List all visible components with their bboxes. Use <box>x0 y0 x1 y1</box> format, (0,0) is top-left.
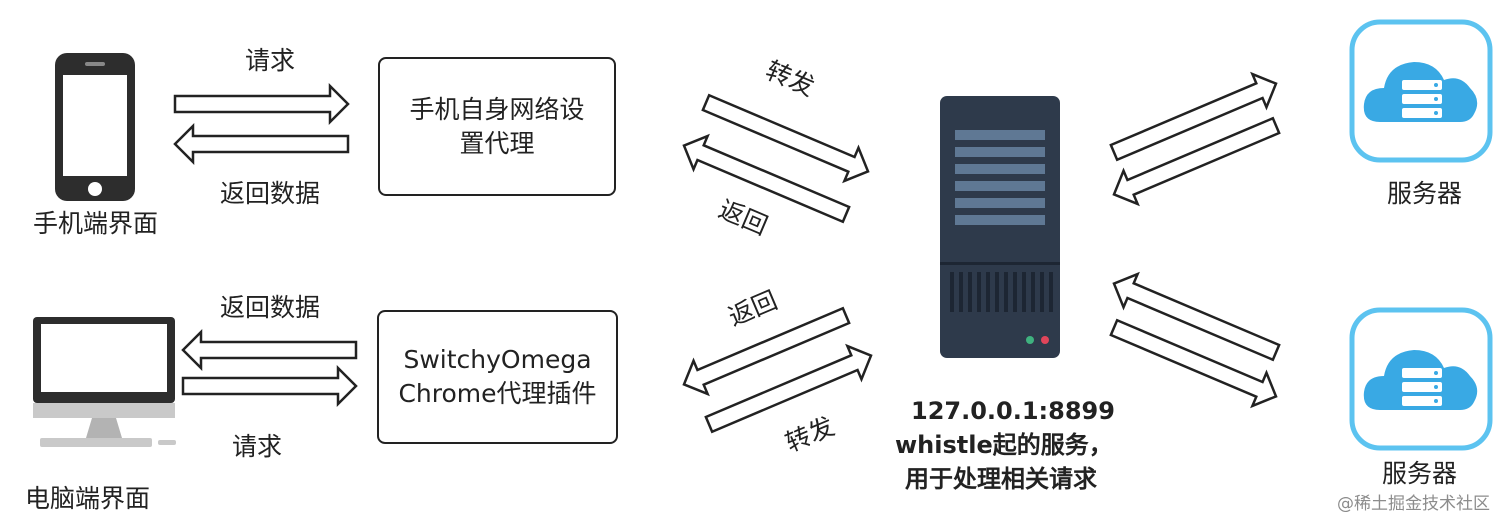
desktop-request-label: 请求 <box>232 432 283 461</box>
phone-request-label: 请求 <box>245 46 296 75</box>
phone-request-arrow <box>173 82 350 126</box>
phone-proxy-box: 手机自身网络设 置代理 <box>378 57 616 196</box>
cloud-server-icon <box>1349 19 1493 163</box>
watermark: @稀土掘金技术社区 <box>1337 494 1490 514</box>
phone-device-label: 手机端界面 <box>33 209 159 238</box>
upstream-request-arrow-1 <box>1109 71 1278 162</box>
phone-back-arrow <box>682 133 851 224</box>
server-description-line2: 用于处理相关请求 <box>905 465 1097 493</box>
desktop-proxy-box: SwitchyOmega Chrome代理插件 <box>377 310 618 444</box>
desktop-proxy-line2: Chrome代理插件 <box>398 379 597 408</box>
desktop-return-arrow <box>181 328 358 372</box>
upstream-response-arrow-2 <box>1112 271 1281 362</box>
phone-forward-arrow <box>701 93 870 184</box>
desktop-forward-arrow <box>704 343 873 434</box>
phone-proxy-line1: 手机自身网络设 <box>409 94 585 124</box>
phone-proxy-line2: 置代理 <box>459 128 535 158</box>
upstream-response-arrow-1 <box>1112 116 1281 207</box>
desktop-icon <box>33 317 176 447</box>
cloud-server-icon <box>1349 307 1493 451</box>
phone-return-arrow <box>173 122 350 166</box>
phone-icon <box>55 53 135 201</box>
server-description-line1: whistle起的服务， <box>895 431 1113 459</box>
remote-server-label-1: 服务器 <box>1387 179 1463 208</box>
desktop-return-data-label: 返回数据 <box>220 293 321 322</box>
phone-return-data-label: 返回数据 <box>220 179 321 208</box>
remote-server-label-2: 服务器 <box>1382 459 1458 488</box>
desktop-proxy-line1: SwitchyOmega <box>403 345 592 375</box>
desktop-request-arrow <box>181 364 358 408</box>
server-tower-icon <box>940 96 1060 358</box>
server-address-label: 127.0.0.1:8899 <box>911 397 1115 425</box>
desktop-back-arrow <box>682 306 851 397</box>
upstream-request-arrow-2 <box>1109 318 1278 409</box>
desktop-device-label: 电脑端界面 <box>25 484 151 513</box>
